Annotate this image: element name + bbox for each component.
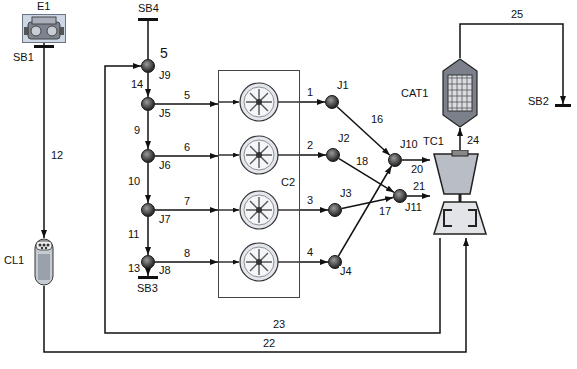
pipe-connector <box>44 238 466 352</box>
pipe-number: 7 <box>183 196 191 207</box>
pipe-number: 20 <box>410 164 424 175</box>
pipe-number: 25 <box>510 9 524 20</box>
component-label: J10 <box>399 139 419 150</box>
pipe-number: 10 <box>127 176 141 187</box>
pipe-connector <box>43 48 45 238</box>
pipe-connector <box>105 66 440 333</box>
junction-node: J10 <box>388 153 402 167</box>
catalyst-symbol: CAT1 <box>442 58 478 128</box>
pipe-number: 24 <box>466 135 480 146</box>
junction-node: J6 <box>141 149 155 163</box>
turbocharger-symbol: TC1 <box>430 150 490 238</box>
component-label: SB2 <box>527 96 550 107</box>
pipe-connector <box>337 107 390 156</box>
boundary-bar: SB2 <box>555 104 571 107</box>
boundary-bar: SB1 <box>34 45 54 48</box>
component-label: J8 <box>158 265 172 276</box>
pipe-connector <box>300 101 325 103</box>
pipe-number: 13 <box>127 263 141 274</box>
pipe-number: 14 <box>130 79 144 90</box>
pipe-connector <box>155 103 218 105</box>
pipe-connector <box>147 73 149 97</box>
junction-node: J11 <box>393 189 407 203</box>
component-label: TC1 <box>422 136 445 147</box>
cylinder-block: C2 <box>218 70 300 298</box>
junction-node: J8 <box>141 255 155 269</box>
pipe-connector <box>407 195 430 197</box>
pipe-number: 1 <box>306 87 314 98</box>
component-label: CAT1 <box>400 88 429 99</box>
component-label: J5 <box>158 108 172 119</box>
component-label: J3 <box>339 188 353 199</box>
pipe-number: 6 <box>183 142 191 153</box>
component-label: J1 <box>336 80 350 91</box>
component-label: J2 <box>337 133 351 144</box>
pipe-number: 3 <box>306 195 314 206</box>
pipe-connector <box>339 166 392 256</box>
pipe-number: 4 <box>306 247 314 258</box>
junction-node: J1 <box>325 95 339 109</box>
callout-number: 5 <box>159 46 169 60</box>
junction-node: J2 <box>326 148 340 162</box>
component-label: J7 <box>158 214 172 225</box>
pipe-number: 18 <box>355 156 369 167</box>
pipe-connector <box>155 155 218 157</box>
pipe-number: 9 <box>133 125 141 136</box>
pipe-connector <box>402 159 430 161</box>
junction-node: J9 <box>141 59 155 73</box>
junction-node: J5 <box>141 97 155 111</box>
component-label: J4 <box>339 266 353 277</box>
boundary-bar: SB3 <box>138 276 158 279</box>
pipe-connector <box>300 261 328 263</box>
component-label: SB4 <box>137 3 160 14</box>
pipe-number: 22 <box>262 338 276 349</box>
component-label: J9 <box>158 70 172 81</box>
pipe-connector <box>147 217 149 255</box>
pipe-connector <box>155 209 218 211</box>
pipe-connector <box>147 163 149 203</box>
pipe-number: 11 <box>127 229 140 240</box>
pipe-connector <box>147 269 149 276</box>
pipe-number: 16 <box>370 114 384 125</box>
component-label: SB1 <box>12 52 35 63</box>
component-label: J6 <box>158 160 172 171</box>
pipe-number: 21 <box>412 181 426 192</box>
component-label: CL1 <box>3 255 25 266</box>
pipe-connector <box>155 261 218 263</box>
cooler-symbol: CL1 <box>34 238 54 286</box>
component-label: C2 <box>280 177 296 188</box>
boundary-bar: SB4 <box>138 18 158 21</box>
pipe-number: 17 <box>378 206 392 217</box>
pipe-connector <box>300 154 326 156</box>
pipe-number: 12 <box>50 150 64 161</box>
component-label: J11 <box>404 202 423 213</box>
pipe-connector <box>459 128 461 150</box>
pipe-number: 2 <box>306 140 314 151</box>
pipe-number: 23 <box>272 319 286 330</box>
junction-node: J7 <box>141 203 155 217</box>
pipe-connector <box>147 111 149 149</box>
pipe-connector <box>300 209 328 211</box>
junction-node: J4 <box>328 255 342 269</box>
pipe-connector <box>147 21 149 59</box>
pipe-number: 8 <box>183 248 191 259</box>
component-label: SB3 <box>136 283 159 294</box>
engine-icon: E1 <box>22 14 66 43</box>
component-label: E1 <box>36 1 51 12</box>
junction-node: J3 <box>328 203 342 217</box>
pipe-number: 5 <box>183 90 191 101</box>
